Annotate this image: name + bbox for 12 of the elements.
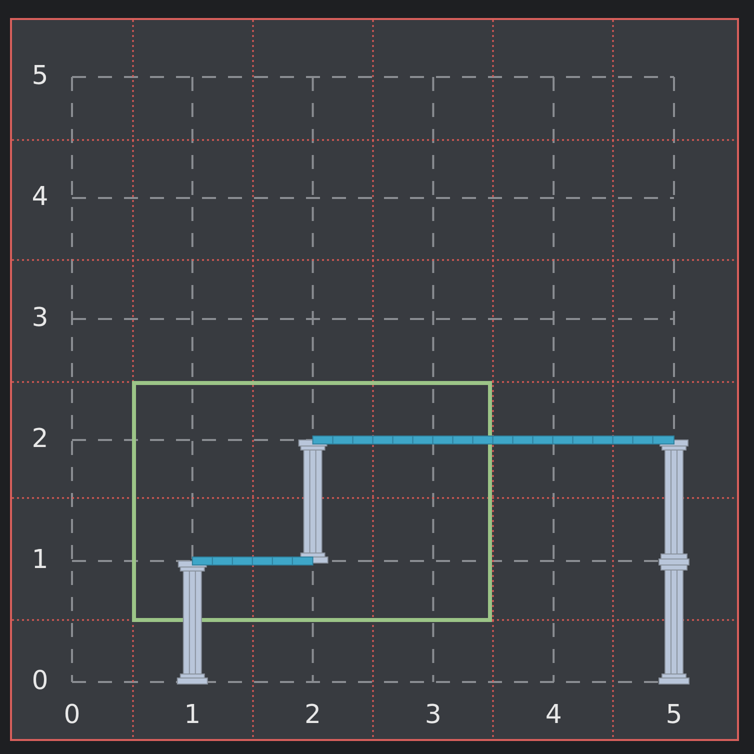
axis-label: 2 bbox=[30, 424, 50, 454]
axis-label: 2 bbox=[304, 700, 322, 730]
axis-label: 4 bbox=[544, 700, 563, 730]
axis-label: 3 bbox=[30, 303, 50, 333]
axis-label: 5 bbox=[30, 61, 50, 91]
axis-label: 1 bbox=[30, 545, 50, 575]
axis-label: 5 bbox=[664, 700, 684, 730]
axis-label: 1 bbox=[183, 700, 202, 730]
axis-label: 4 bbox=[30, 182, 50, 212]
axis-label: 0 bbox=[62, 700, 82, 730]
axis-label: 3 bbox=[424, 700, 442, 730]
axis-label: 0 bbox=[30, 666, 50, 696]
